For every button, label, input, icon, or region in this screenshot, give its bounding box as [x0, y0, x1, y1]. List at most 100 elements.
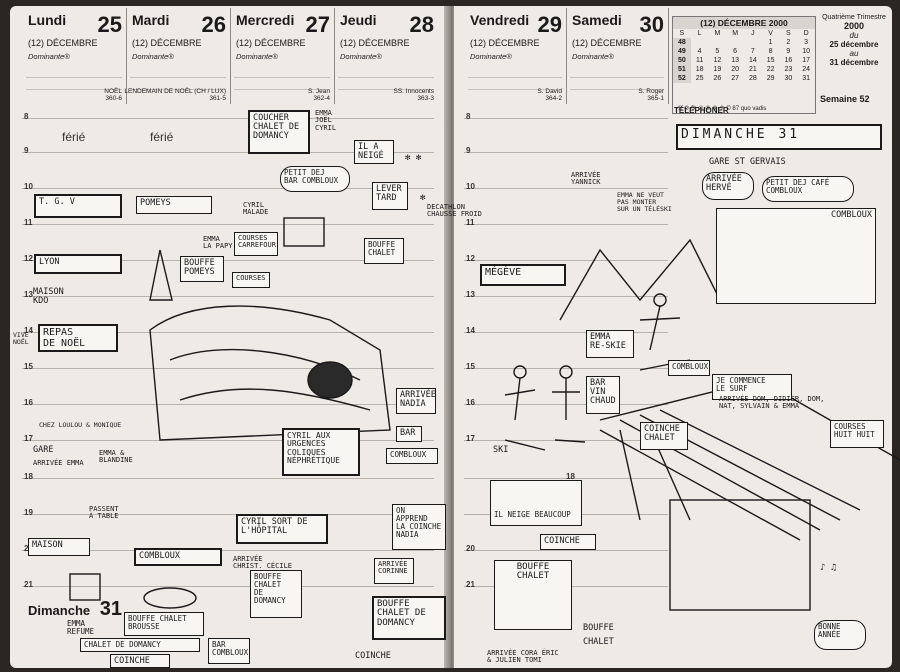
day-month: (12) DÉCEMBRE [28, 38, 98, 48]
quarter-year: 2000 [843, 21, 865, 31]
day-header-jeudi: Jeudi 28 (12) DÉCEMBRE Dominante® SS. In… [334, 8, 438, 104]
note-bouffe: BOUFFE [583, 623, 614, 633]
date-cell: 30 [784, 75, 793, 82]
date-cell: 16 [784, 57, 793, 64]
day-header-vendredi: Vendredi 29 (12) DÉCEMBRE Dominante® S. … [464, 8, 567, 104]
note-ski: SKI [493, 445, 509, 455]
week-number: 49 [673, 47, 691, 56]
saint-label: NOËL 360-6 [104, 88, 122, 102]
date-cell: 2 [786, 39, 791, 46]
header-lines [26, 66, 122, 92]
note-bar-combloux: BAR COMBLOUX [208, 638, 250, 664]
note-il-a-neige: IL A NEIGÉ [354, 140, 394, 164]
header-lines [130, 66, 226, 92]
hour-label: 15 [24, 362, 33, 371]
mini-calendar-row: 51 18 19 20 21 22 23 24 [673, 65, 815, 74]
mini-calendar-header: M [732, 30, 739, 37]
note-vive-noel: VIVE NOËL [13, 331, 29, 346]
mini-calendar-footer: ① ② ③ ④ ⑤ ⑥ ⑦ © 87 quo vadis [677, 106, 767, 112]
week-number: 51 [673, 65, 691, 74]
hour-rule [464, 260, 668, 261]
week-number: 48 [673, 38, 691, 47]
hour-rule [464, 152, 668, 153]
note-gare: GARE [33, 445, 54, 455]
hour-label: 21 [466, 580, 475, 589]
date-cell: 11 [695, 57, 704, 64]
note-arrivee-christ: ARRIVÉE CHRIST. CÉCILE [233, 555, 293, 571]
header-lines [570, 66, 664, 92]
hour-rule [464, 224, 668, 225]
date-cell: 25 [695, 75, 704, 82]
note-coucher-chalet: COUCHER CHALET DE DOMANCY [248, 110, 310, 154]
hour-label: 14 [466, 326, 475, 335]
note-emma-blandine: EMMA & BLANDINE [99, 449, 133, 465]
mini-calendar-header: V [768, 30, 773, 37]
mini-calendar-header: J [751, 30, 755, 37]
note-lever-tard: LEVER TARD [372, 182, 408, 210]
trolley-sketch [283, 217, 325, 247]
date-cell: 27 [731, 75, 740, 82]
hour-rule [22, 332, 434, 333]
note-glyph: ♪ ♫ [820, 563, 836, 573]
date-cell: 22 [766, 66, 775, 73]
note-il-neige-beaucoup: IL NEIGE BEAUCOUP [490, 480, 582, 526]
hour-label: 20 [466, 544, 475, 553]
date-cell: 17 [802, 57, 811, 64]
date-cell: 23 [784, 66, 793, 73]
date-cell: 15 [766, 57, 775, 64]
note-emma-joel-cyril: EMMA JOËL CYRIL [315, 109, 337, 132]
note-emma-veut-pas: EMMA NE VEUT PAS MONTER SUR UN TÉLÉSKI [617, 191, 672, 213]
note-arrivee-dom-didier: ARRIVÉE DOM, DIDIER, DOM, NAT, SYLVAIN &… [719, 395, 825, 411]
note-courses-huit-huit: COURSES HUIT HUIT [830, 420, 884, 448]
hour-label: 17 [24, 434, 33, 443]
mini-calendar-row: 50 11 12 13 14 15 16 17 [673, 56, 815, 65]
day-month: (12) DÉCEMBRE [470, 38, 540, 48]
quarter-label: Quatrième Trimestre [822, 14, 886, 21]
holiday-label: férié [150, 130, 174, 144]
note-arrivee-cora-eric: ARRIVÉE CORA ÉRIC & JULIEN TOMI [487, 649, 559, 665]
cake-sketch [143, 587, 197, 609]
sleeping-head [307, 361, 353, 399]
hour-rule [22, 514, 434, 515]
sunday-name: Dimanche [28, 603, 91, 618]
mini-calendar-header: L [697, 30, 702, 37]
hour-label: 15 [466, 362, 475, 371]
note-bouffe-chalet: BOUFFE CHALET [364, 238, 404, 264]
note-coinche-2: COINCHE [110, 654, 170, 668]
date-cell: 28 [748, 75, 757, 82]
note-bouffe-chalet-brousse: BOUFFE CHALET BROUSSE [124, 612, 204, 636]
skier-head [513, 365, 527, 379]
sunday-number: 31 [99, 598, 123, 620]
date-cell: 18 [695, 66, 704, 73]
note-bonne-annee: BONNE ANNÉE [814, 620, 866, 650]
mini-calendar-title: (12) DÉCEMBRE 2000 [673, 17, 815, 29]
skier-head-3 [653, 293, 667, 307]
note-dimanche-31: DIMANCHE 31 [676, 124, 882, 150]
hour-label: 11 [466, 218, 475, 227]
header-lines [468, 66, 562, 92]
mountain-sketch [559, 238, 721, 321]
telephoner-label: TÉLÉPHONER [674, 106, 729, 115]
note-petit-dej: PETIT DEJ BAR COMBLOUX [280, 166, 350, 192]
week-number: 50 [673, 56, 691, 65]
date-cell: 19 [713, 66, 722, 73]
snowflake: ✻ [420, 193, 426, 203]
day-name: Vendredi [470, 12, 530, 28]
hour-label: 12 [466, 254, 475, 263]
quarter-du: du [849, 31, 859, 40]
hour-label: 16 [466, 398, 475, 407]
day-name: Jeudi [340, 12, 377, 28]
hour-rule [22, 224, 434, 225]
note-gare-st-gervais: GARE ST GERVAIS [709, 157, 786, 167]
day-number: 27 [305, 12, 330, 37]
mini-calendar-header: S [679, 30, 685, 37]
quarter-from: 25 décembre [829, 40, 879, 49]
mini-calendar-header: S [786, 30, 791, 37]
note-coinche-3: COINCHE [540, 534, 596, 550]
mini-calendar-header: D [803, 30, 809, 37]
hour-label: 8 [466, 112, 471, 121]
hour-label: 21 [24, 580, 33, 589]
note-bouffe-pomeys: BOUFFE POMEYS [180, 256, 224, 282]
date-cell: 26 [713, 75, 722, 82]
